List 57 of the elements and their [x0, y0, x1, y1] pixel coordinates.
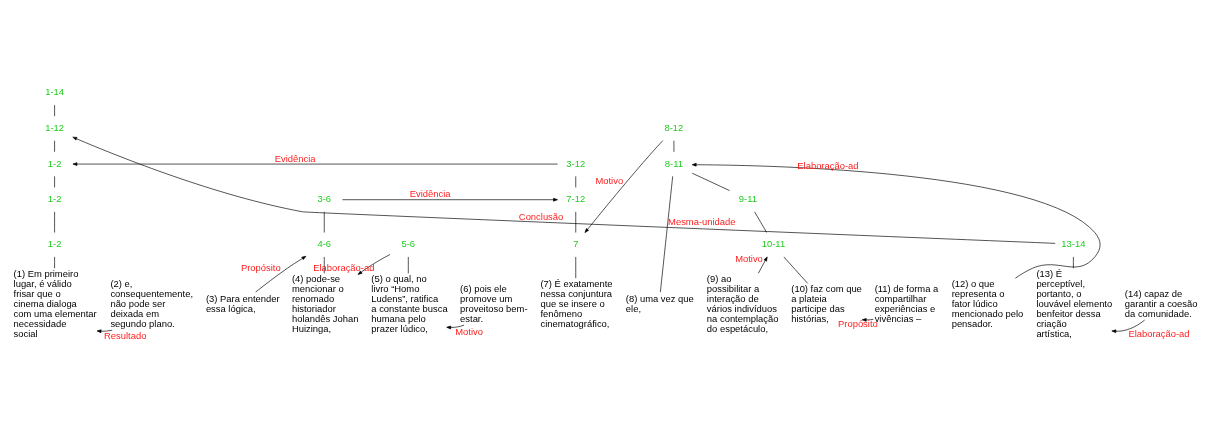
node-text: 4-6: [317, 237, 332, 249]
arrow: [861, 317, 874, 322]
node-text: 8-11: [664, 157, 683, 169]
node-text: 1-12: [45, 121, 65, 133]
node-text: 1-14: [45, 85, 65, 97]
node-text: (12) o que representa o fator lúdico mencionado pelo pensador.: [951, 277, 1024, 329]
edge-label: Motivo: [595, 174, 624, 186]
arrow: [757, 256, 768, 274]
edge-label: Evidência: [409, 187, 451, 199]
node-text: (7) É exatamente nessa conjuntura que se insere o fenômeno cinematográfico,: [540, 277, 613, 329]
node-text: (3) Para entender essa lógica,: [205, 292, 280, 314]
edge-label: Motivo: [735, 253, 763, 264]
node-text: (13) É perceptível, portanto, o louvável elemento benfeitor dessa criação artística,: [1036, 267, 1113, 339]
edge-label: Motivo: [455, 325, 483, 337]
edge-label: Elaboração-ad: [1128, 327, 1190, 339]
connector: [691, 172, 730, 191]
edge-label: Resultado: [104, 329, 147, 341]
arrow: [357, 253, 391, 275]
node-text: (1) Em primeiro lugar, é válido frisar que o cinema dialoga com uma elementar necessidade social: [13, 267, 97, 339]
arrow: [96, 329, 113, 333]
arrow: [342, 197, 558, 201]
node-text: (8) uma vez que ele,: [625, 292, 694, 314]
node-text: (5) o qual, no livro “Homo Ludens”, ratifica a constante busca humana pelo prazer lúdico,: [371, 272, 448, 334]
arrow: [1111, 319, 1145, 333]
edge-label: Elaboração-ad: [797, 159, 859, 171]
node-text: (4) pode-se mencionar o renomado historiador holandês Johan Huizinga,: [291, 272, 359, 334]
node-text: 7: [573, 237, 579, 249]
node-text: (6) pois ele promove um proveitoso bem-estar.: [460, 282, 528, 324]
node-text: (2) e, consequentemente, não pode ser deixada em segundo plano.: [110, 277, 194, 329]
node-text: 5-6: [401, 237, 416, 249]
node-text: 3-12: [566, 157, 586, 169]
connector: [660, 175, 674, 292]
arrow: [255, 255, 307, 292]
node-text: 8-12: [664, 121, 684, 133]
arrow: [72, 161, 558, 166]
node-text: 13-14: [1061, 237, 1086, 249]
arrow: [691, 162, 1101, 279]
edge-label: Propósito: [240, 261, 281, 273]
node-text: 1-2: [47, 192, 62, 204]
edge-label: Mesma-unidade: [668, 215, 736, 227]
connector: [323, 211, 325, 233]
node-text: (9) ao possibilitar a interação de vários indivíduos na contemplação do espetáculo,: [706, 272, 779, 334]
arrow: [446, 324, 465, 329]
node-text: 3-6: [317, 192, 332, 204]
edge-label: Conclusão: [518, 210, 564, 222]
node-text: 10-11: [761, 237, 786, 249]
connector: [575, 211, 577, 233]
edge-label: Evidência: [274, 152, 316, 164]
arrow: [584, 139, 664, 233]
node-text: 9-11: [738, 192, 757, 204]
node-text: 1-2: [47, 237, 62, 249]
connector: [1073, 256, 1074, 269]
node-text: 7-12: [566, 192, 586, 204]
connector: [754, 211, 768, 233]
arrow: [72, 136, 1056, 244]
node-text: (14) capaz de garantir a coesão da comunidade.: [1124, 287, 1198, 319]
node-text: 1-2: [47, 157, 62, 169]
